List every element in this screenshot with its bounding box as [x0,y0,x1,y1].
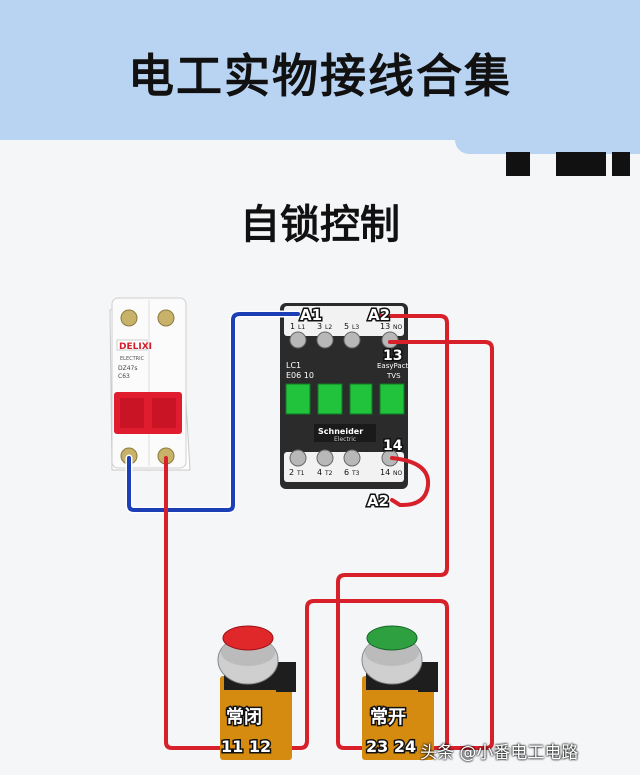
label-a2: A2 [368,306,390,324]
terminal-label: 5 [344,322,349,331]
contactor-brand: Schneider [318,427,363,436]
redaction-block [556,152,606,176]
contactor-top-terminal-labels: 1 L1 3 L2 5 L3 13 NO [290,322,402,331]
breaker-model: DZ47s [118,365,138,372]
terminal-sub-label: T1 [296,470,305,477]
page-title: 电工实物接线合集 [128,49,512,103]
wires [125,310,494,750]
breaker-brand: DELIXI [119,342,152,352]
start-button-terminals: 23 24 [366,737,416,756]
contactor-bottom-terminal-labels: 2 T1 4 T2 6 T3 14 NO [289,468,402,477]
contactor-series-2: TVS [386,372,401,380]
contactor-model-1: LC1 [286,361,301,370]
terminal-sub-label: L1 [298,324,305,331]
wire-red [388,340,494,750]
terminal-label: 3 [317,322,322,331]
label-a2-bottom: A2 [367,492,389,510]
terminal-label: 4 [317,468,322,477]
watermark: 头条 @小番电工电路 [420,743,579,763]
terminal-sub-label: NO [393,470,402,477]
breaker-sub: ELECTRIC [120,356,145,362]
stop-button-label: 常闭 [226,706,262,728]
terminal-label: 13 [380,322,390,331]
terminal-label: 6 [344,468,349,477]
terminal-label: 2 [289,468,294,477]
contactor-model-2: E06 10 [286,371,314,380]
section-title: 自锁控制 [240,202,400,248]
terminal-sub-label: L2 [325,324,332,331]
wire-labels: A1 A2 13 14 A2 [299,305,405,512]
circuit-breaker: DELIXI ELECTRIC DZ47s C63 [109,297,191,471]
terminal-sub-label: T2 [324,470,333,477]
stop-button [217,625,296,760]
breaker-rating: C63 [118,373,130,380]
label-14: 14 [383,438,403,454]
terminal-sub-label: T3 [351,470,360,477]
terminal-sub-label: NO [393,324,402,331]
label-a1: A1 [300,306,322,324]
contactor-series-1: EasyPact [377,362,409,370]
header-banner-tab [455,140,640,154]
wire-red [164,456,228,750]
wire-blue [127,312,300,512]
stop-button-terminals: 11 12 [221,737,271,756]
contactor: LC1 E06 10 EasyPact TVS Schneider Electr… [280,303,409,489]
redaction-block [612,152,630,176]
redaction-block [506,152,530,176]
wire-red [264,599,449,750]
header-banner [0,0,640,140]
wire-red [336,314,449,750]
contactor-brand-sub: Electric [334,436,356,443]
label-13: 13 [383,348,402,364]
terminal-label: 14 [380,468,390,477]
wire-red [390,456,431,508]
start-button [361,625,438,760]
start-button-label: 常开 [370,706,406,728]
terminal-label: 1 [290,322,295,331]
terminal-sub-label: L3 [352,324,359,331]
